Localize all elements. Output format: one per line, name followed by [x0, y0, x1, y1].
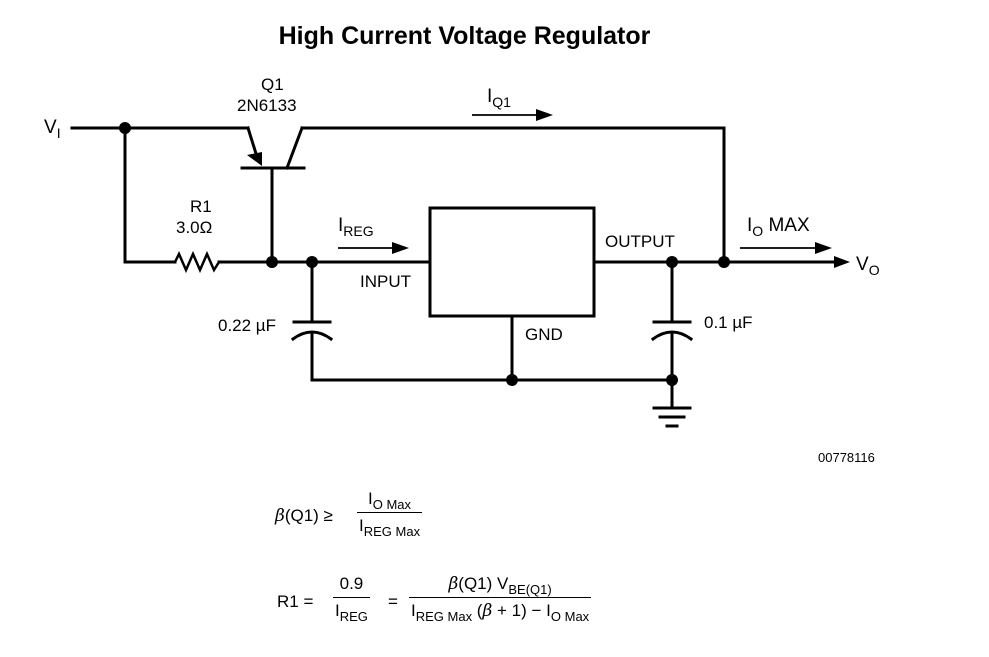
emitter-arrowhead	[247, 152, 262, 166]
resistor-r1	[173, 250, 221, 274]
equation-2-equals: =	[388, 592, 398, 611]
io-max-label: IO MAX	[747, 215, 810, 239]
iq1-label: IQ1	[487, 86, 511, 110]
transistor-q1-collector	[285, 126, 304, 170]
equation-2-numerator-2: β(Q1) VBE(Q1)	[448, 574, 552, 597]
junction-dot	[119, 122, 131, 134]
vi-label: VI	[44, 117, 61, 141]
junction-dot	[506, 374, 518, 386]
input-pin-label: INPUT	[360, 272, 411, 291]
ground-symbol	[652, 406, 692, 428]
input-capacitor-label: 0.22 µF	[218, 316, 276, 335]
junction-dot	[266, 256, 278, 268]
equation-2-denominator-2: IREG Max (β + 1) − IO Max	[409, 597, 592, 624]
wire-cin-bottom	[310, 331, 674, 382]
equation-1-denominator: IREG Max	[357, 512, 423, 539]
vo-label: VO	[856, 254, 880, 278]
wire-collector-to-output	[300, 126, 726, 264]
equation-1-fraction: IO Max IREG Max	[357, 489, 423, 539]
figure-id: 00778116	[818, 450, 875, 465]
regulator-block	[428, 206, 596, 318]
io-arrowhead	[815, 242, 832, 254]
ireg-arrowhead	[392, 242, 409, 254]
equation-2-numerator-1: 0.9	[339, 574, 364, 593]
diagram-title: High Current Voltage Regulator	[278, 22, 651, 50]
r1-name-label: R1	[190, 197, 212, 216]
q1-name-label: Q1	[261, 75, 284, 94]
equation-2-fraction-2: β(Q1) VBE(Q1) IREG Max (β + 1) − IO Max	[409, 574, 592, 624]
vo-arrowhead	[834, 256, 850, 268]
equation-2-fraction-1: 0.9 IREG	[333, 574, 370, 624]
output-pin-label: OUTPUT	[605, 232, 675, 251]
equation-1-numerator: IO Max	[368, 489, 412, 512]
equation-1-lhs: β(Q1) ≥	[275, 506, 333, 526]
ireg-label: IREG	[338, 215, 374, 239]
gnd-pin-label: GND	[525, 325, 563, 344]
junction-dot	[306, 256, 318, 268]
junction-dot	[718, 256, 730, 268]
output-capacitor-label: 0.1 µF	[704, 313, 753, 332]
wire-vi-to-r1	[123, 126, 177, 264]
q1-part-label: 2N6133	[237, 96, 297, 115]
junction-dot	[666, 374, 678, 386]
equation-2-lhs: R1 =	[277, 592, 314, 611]
junction-dot	[666, 256, 678, 268]
equation-2-denominator-1: IREG	[333, 597, 370, 624]
r1-value-label: 3.0Ω	[176, 218, 213, 237]
iq1-arrowhead	[536, 109, 553, 121]
